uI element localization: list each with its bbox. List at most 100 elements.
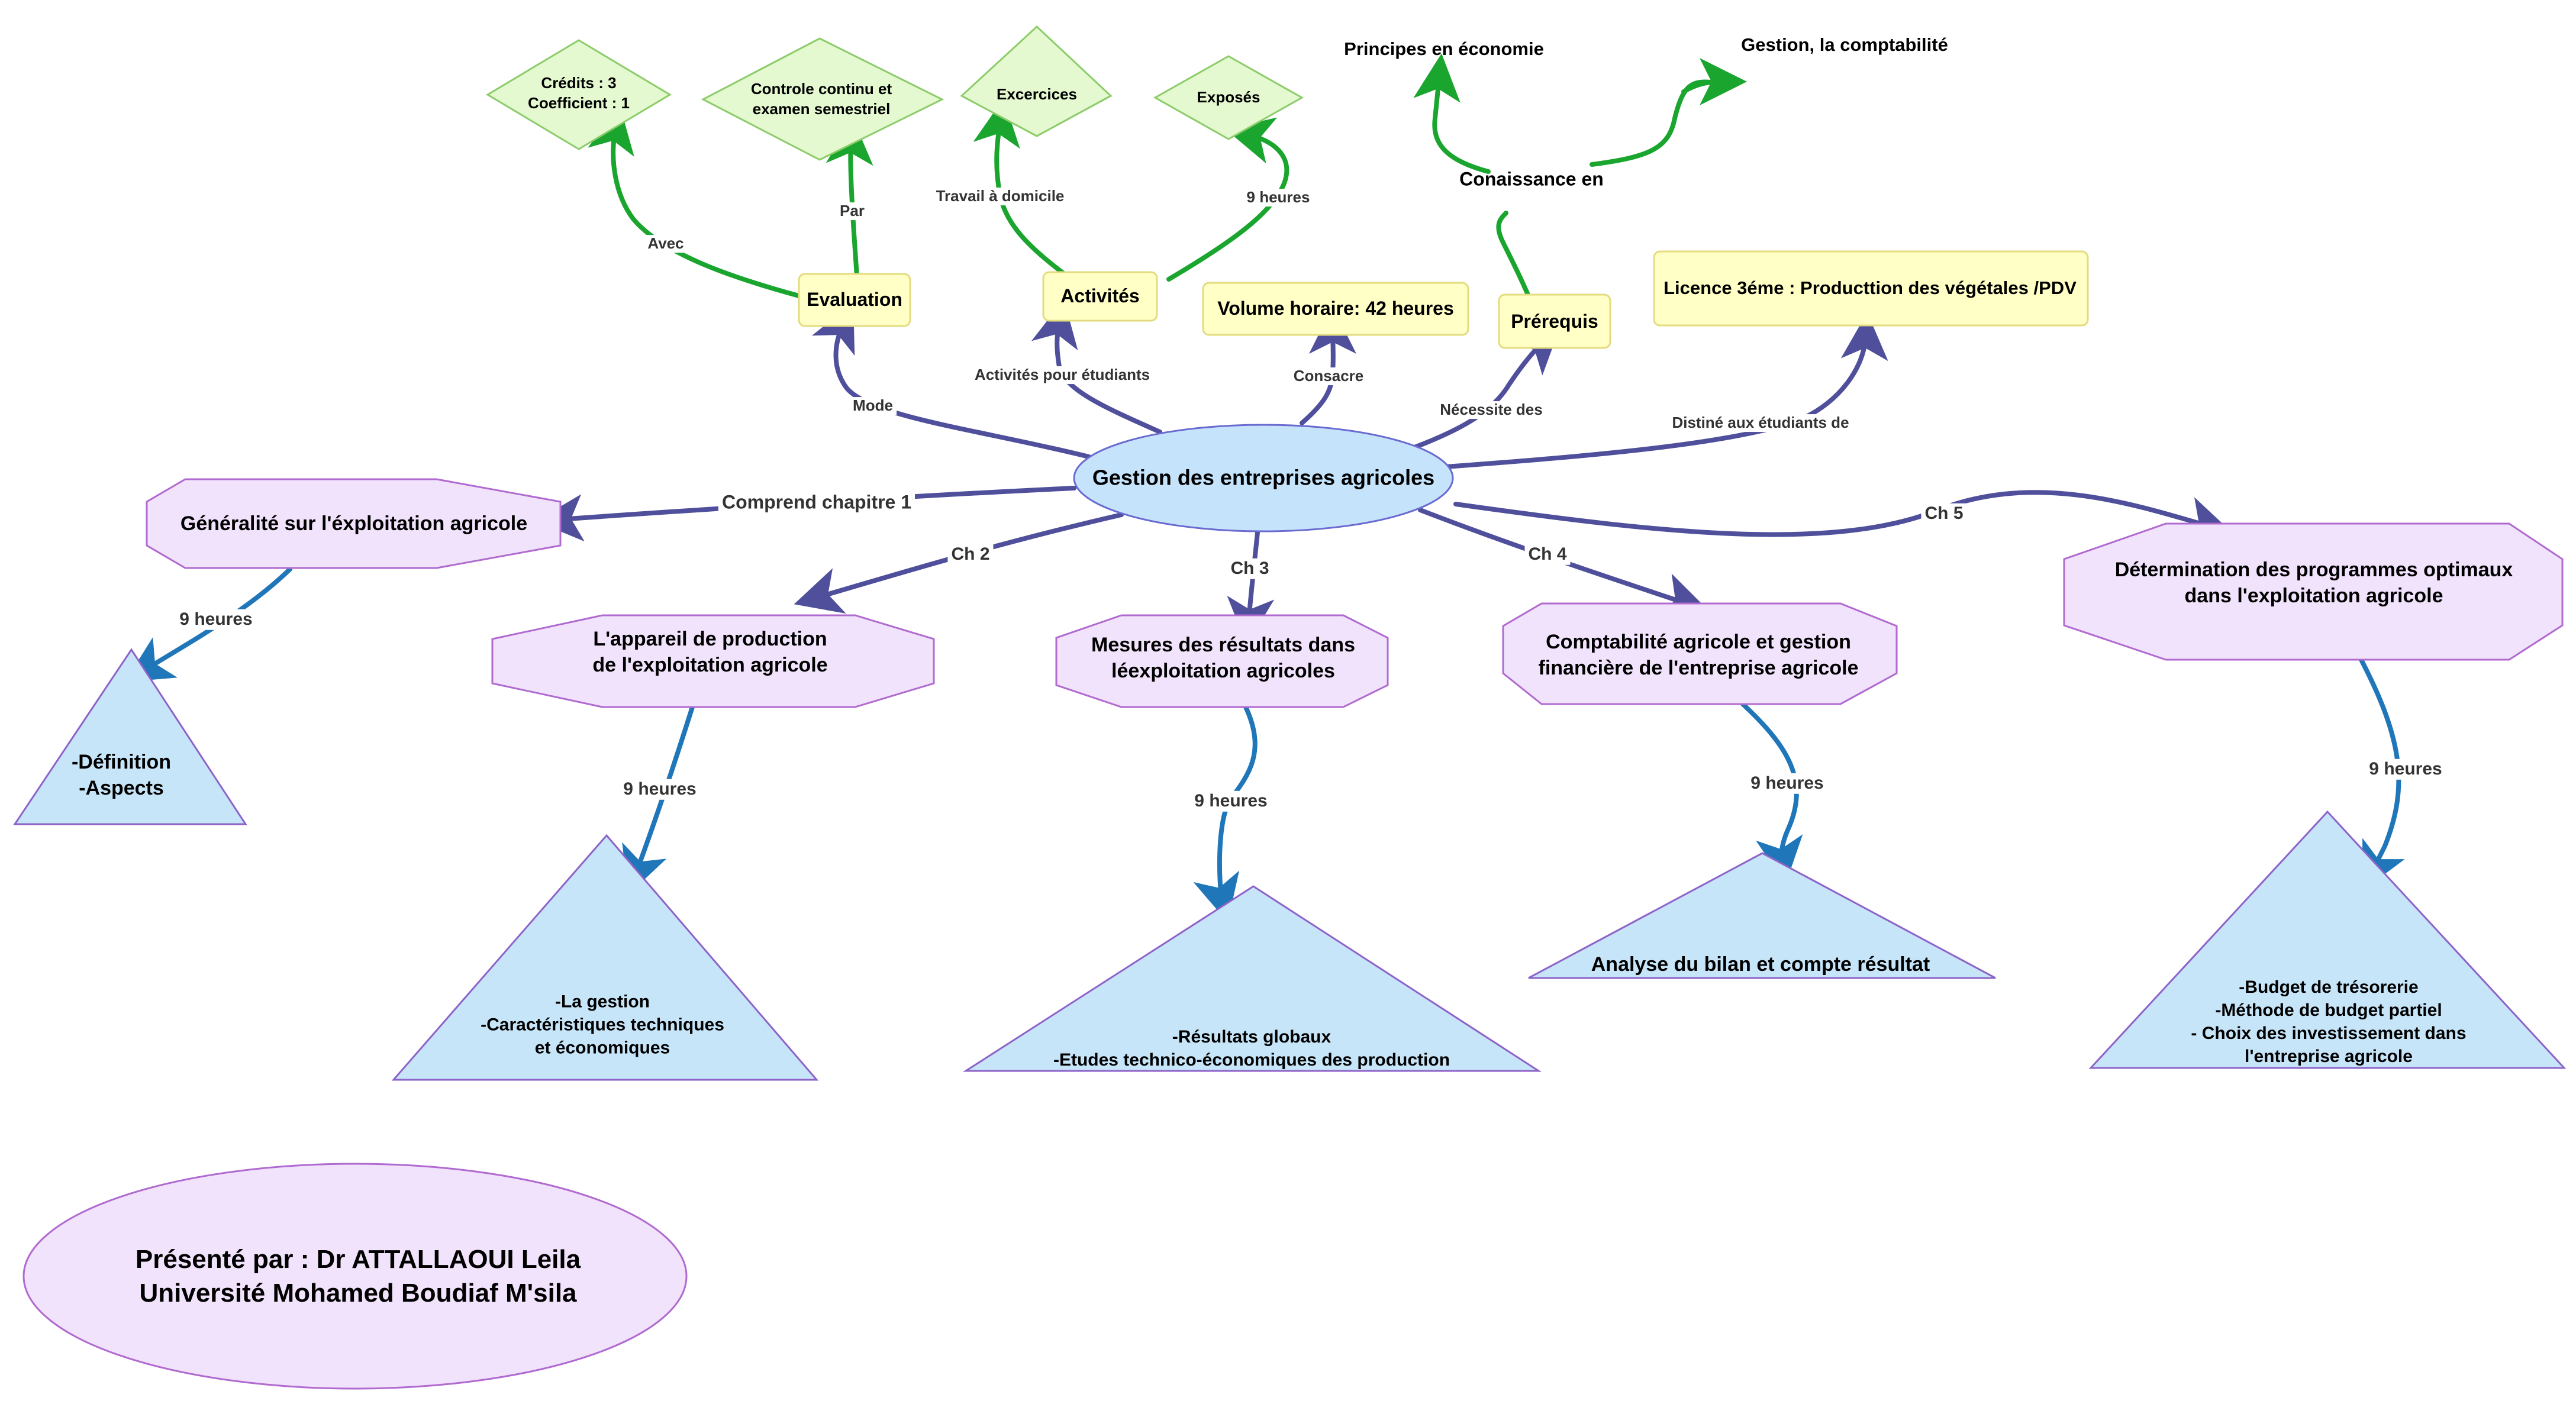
edge-label-activites-pour: Activités pour étudiants: [971, 366, 1154, 384]
central-label: Gestion des entreprises agricoles: [1092, 465, 1435, 490]
controle-line-2: examen semestriel: [752, 100, 891, 118]
edge-label-9h-exposes: 9 heures: [1243, 188, 1314, 206]
chapter-3-content-text: -Résultats globaux -Etudes technico-écon…: [1053, 1025, 1450, 1071]
edge-label-ch5: Ch 5: [1921, 503, 1967, 524]
controle-node[interactable]: [701, 37, 944, 161]
edge-label-consacre: Consacre: [1289, 367, 1368, 385]
chapter-2-content-line-1: -La gestion: [554, 992, 650, 1012]
edge-ch5-hours: [2359, 657, 2405, 891]
edge-label-ch3: Ch 3: [1227, 558, 1273, 579]
chapter-2-content-line-3: et économiques: [534, 1038, 670, 1058]
chapter-3-title-line-1: Mesures des résultats dans: [1091, 633, 1355, 656]
chapter-5-content-line-1: -Budget de trésorerie: [2239, 977, 2419, 997]
chapter-1-title-line-1: Généralité sur l'éxploitation agricole: [180, 512, 528, 535]
edge-label-avec: Avec: [644, 234, 688, 253]
chapter-4-title: Comptabilité agricole et gestion financi…: [1539, 629, 1859, 681]
credits-label: Crédits : 3 Coefficient : 1: [528, 73, 630, 114]
edge-label-ch1: Comprend chapitre 1: [718, 491, 915, 514]
chapter-5-node[interactable]: [2063, 522, 2564, 661]
presenter-node: [22, 1163, 688, 1390]
chapter-4-content-line-1: Analyse du bilan et compte résultat: [1591, 953, 1930, 976]
chapter-2-node[interactable]: [491, 614, 935, 708]
principes-text: Principes en économie: [1344, 38, 1544, 59]
chapter-5-title-line-1: Détermination des programmes optimaux: [2114, 558, 2513, 581]
chapter-2-content-text: -La gestion -Caractéristiques techniques…: [481, 990, 724, 1060]
volume-label: Volume horaire: 42 heures: [1217, 298, 1454, 319]
chapter-3-node[interactable]: [1055, 614, 1389, 708]
edge-principes: [1413, 53, 1491, 174]
evaluation-label: Evaluation: [807, 289, 902, 311]
chapter-5-content-line-3: - Choix des investissement dans: [2191, 1024, 2467, 1043]
edge-label-mode: Mode: [849, 396, 897, 415]
credits-node[interactable]: [486, 39, 672, 150]
chapter-1-content[interactable]: [13, 648, 247, 825]
chapter-2-title-line-2: de l'exploitation agricole: [592, 654, 828, 676]
chapter-2-content[interactable]: [391, 834, 819, 1081]
chapter-2-title-line-1: L'appareil de production: [593, 627, 827, 650]
chapter-3-title-line-2: léexploitation agricoles: [1111, 660, 1335, 682]
activites-node[interactable]: [1042, 271, 1158, 322]
exposes-label: Exposés: [1197, 88, 1260, 106]
credits-line-2: Coefficient : 1: [528, 94, 630, 112]
chapter-1-content-line-2: -Aspects: [79, 777, 164, 799]
chapter-4-title-line-1: Comptabilité agricole et gestion: [1546, 630, 1851, 653]
exposes-node[interactable]: [1153, 55, 1304, 140]
edge-gestion-compta-head: [1681, 58, 1747, 106]
chapter-1-title: Généralité sur l'éxploitation agricole: [180, 511, 527, 537]
excercices-node[interactable]: [960, 25, 1113, 137]
chapter-5-content[interactable]: [2088, 810, 2567, 1069]
edge-label-ch3-hours: 9 heures: [1191, 790, 1271, 812]
edge-label-travail: Travail à domicile: [932, 187, 1068, 205]
edge-label-ch1-hours: 9 heures: [176, 609, 256, 630]
edge-label-necessite: Nécessite des: [1436, 401, 1546, 419]
chapter-1-content-line-1: -Définition: [71, 750, 172, 773]
chapter-5-content-line-4: l'entreprise agricole: [2245, 1047, 2413, 1066]
presenter-text: Présenté par : Dr ATTALLAOUI Leila Unive…: [136, 1242, 581, 1310]
conaissance-text: Conaissance en: [1459, 168, 1604, 190]
chapter-3-content[interactable]: [962, 885, 1542, 1072]
licence-node[interactable]: [1653, 250, 2089, 327]
edge-mode: [811, 302, 1091, 459]
presenter-line-2: Université Mohamed Boudiaf M'sila: [139, 1279, 577, 1308]
edge-label-destine: Distiné aux étudiants de: [1668, 414, 1853, 432]
edge-label-ch2: Ch 2: [947, 544, 994, 565]
edge-gestion-compta: [1590, 79, 1738, 167]
edge-avec: [588, 105, 801, 298]
evaluation-node[interactable]: [798, 273, 911, 327]
prerequis-node[interactable]: [1498, 293, 1611, 349]
prerequis-label: Prérequis: [1511, 311, 1598, 333]
edge-label-ch5-hours: 9 heures: [2365, 759, 2446, 780]
edge-prereq-conaissance: [1496, 211, 1532, 301]
edge-label-ch4-hours: 9 heures: [1747, 773, 1827, 794]
chapter-4-content[interactable]: [1528, 852, 1996, 979]
central-node[interactable]: [1073, 424, 1454, 532]
chapter-2-content-line-2: -Caractéristiques techniques: [481, 1015, 724, 1035]
chapter-3-content-line-2: -Etudes technico-économiques des product…: [1053, 1050, 1450, 1070]
edge-par: [826, 117, 873, 279]
controle-line-1: Controle continu et: [750, 80, 892, 98]
chapter-3-title: Mesures des résultats dans léexploitatio…: [1091, 632, 1355, 684]
edge-necessite: [1406, 325, 1561, 452]
licence-label: Licence 3éme : Producttion des végétales…: [1663, 277, 2077, 298]
chapter-5-title: Détermination des programmes optimaux da…: [2115, 557, 2513, 609]
chapter-4-content-text: Analyse du bilan et compte résultat: [1591, 951, 1930, 977]
edge-ch4-hours: [1740, 702, 1803, 885]
edge-label-ch4: Ch 4: [1524, 544, 1571, 565]
controle-label: Controle continu et examen semestriel: [751, 79, 892, 120]
chapter-1-content-text: -Définition -Aspects: [72, 749, 171, 801]
volume-node[interactable]: [1202, 282, 1469, 336]
chapter-4-node[interactable]: [1502, 602, 1898, 705]
edge-label-ch2-hours: 9 heures: [620, 779, 700, 800]
chapter-5-title-line-2: dans l'exploitation agricole: [2184, 585, 2443, 607]
chapter-4-title-line-2: financière de l'entreprise agricole: [1538, 657, 1859, 679]
chapter-2-title: L'appareil de production de l'exploitati…: [592, 626, 827, 678]
chapter-3-content-line-1: -Résultats globaux: [1172, 1027, 1331, 1047]
chapter-5-content-line-2: -Méthode de budget partiel: [2215, 1000, 2442, 1020]
presenter-line-1: Présenté par : Dr ATTALLAOUI Leila: [135, 1244, 581, 1274]
credits-line-1: Crédits : 3: [541, 74, 617, 92]
edge-label-par: Par: [836, 202, 868, 220]
activites-label: Activités: [1060, 285, 1140, 307]
chapter-1-node[interactable]: [146, 478, 562, 569]
